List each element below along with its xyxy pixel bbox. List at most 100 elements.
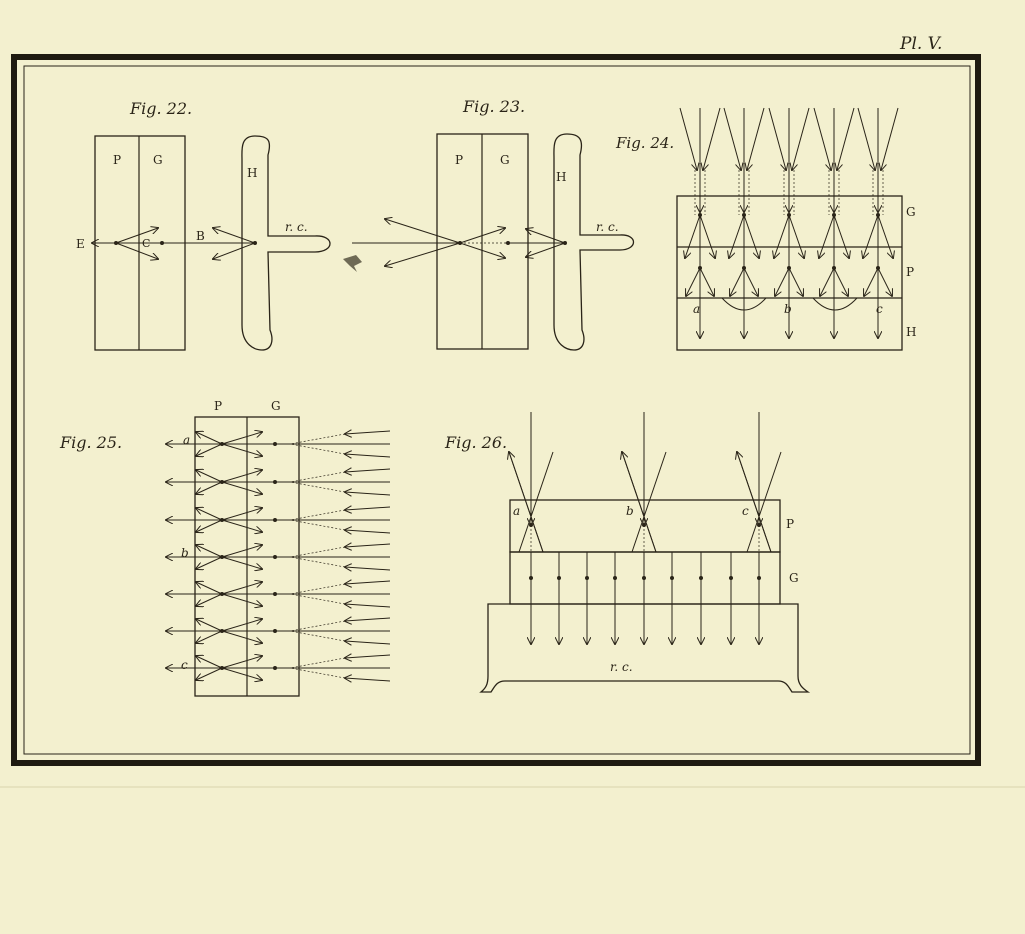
fig24-ray [837,107,855,170]
fig25-ray [221,432,262,445]
fig24-label-h: H [906,325,916,339]
fig25-ray [196,519,223,532]
fig25-point [273,592,277,596]
fig24-ray [679,107,697,170]
fig25-ray [289,583,346,595]
fig25-point [220,442,224,446]
fig24-point [876,266,880,270]
fig24-point [832,266,836,270]
fig26-point [699,576,703,580]
fig25-label-g: G [271,399,281,413]
fig25-ray [196,593,223,606]
fig25-ray [345,431,391,434]
fig25-ray [196,432,223,445]
fig24-ray [685,214,701,258]
fig24-ray [788,214,804,258]
fig25-ray [289,620,346,632]
fig25-ray [196,656,223,669]
fig24-ray [877,267,892,296]
fig25-label-a: a [183,433,190,447]
fig25-ray [221,481,262,494]
fig24-label-b: b [784,302,792,316]
fig26-point [670,576,674,580]
fig23-ray [385,219,461,244]
fig24-ray [877,214,893,258]
fig26-ray [631,451,667,553]
fig24-point [832,213,836,217]
fig25-ray [345,454,391,457]
fig25-label-p: P [214,399,222,413]
fig26-ray [746,451,782,553]
fig24-ray [768,107,786,170]
fig25-ray [221,556,262,569]
fig25-point [220,666,224,670]
fig24-ray [730,267,745,296]
fig24-ray [863,214,879,258]
fig25-point [220,518,224,522]
fig25-ray [221,593,262,606]
fig25-label-c: c [181,658,188,672]
fig26-label-rc: r. c. [610,660,633,674]
fig24-ray [833,214,849,258]
fig26-point [757,576,761,580]
fig25-point [273,442,277,446]
fig26-point [642,523,646,527]
fig23-ray [459,228,505,244]
fig23-ray [459,242,505,258]
fig24-ray [699,214,715,258]
fig22-label-h: H [247,166,257,180]
figure-22: Fig. 22. P G E C B H r. c. [76,99,331,351]
fig22-label-e: E [76,237,85,251]
plate-outer-border [11,54,981,766]
fig25-point [273,629,277,633]
fig24-ray [775,267,790,296]
fig25-ray [289,509,346,521]
fig25-ray [345,567,391,570]
fig26-label-a: a [513,504,520,518]
fig24-ray [813,107,831,170]
fig26-label-g: G [789,571,799,585]
fig25-ray [345,618,391,621]
fig24-point [698,266,702,270]
fig25-ray [221,656,262,669]
fig23-label-g: G [500,153,510,167]
fig25-ray [345,581,391,584]
fig24-ray [792,107,810,170]
fig25-point [273,666,277,670]
fig25-ray [221,508,262,521]
fig22-ray [115,242,158,259]
plate-label: Pl. V. [899,34,942,54]
fig24-ray [833,267,848,296]
fig24-label-p: P [906,265,914,279]
fig25-ray [196,630,223,643]
fig24-ray [864,267,879,296]
fig22-label-b: B [196,229,205,243]
fig25-ray [221,582,262,595]
fig24-ray [857,107,875,170]
fig23-title: Fig. 23. [462,97,525,116]
fig23-point [458,241,462,245]
fig24-point [742,266,746,270]
fig25-point [220,592,224,596]
fig24-ray [774,214,790,258]
fig22-point [253,241,257,245]
fig24-label-a: a [693,302,700,316]
fig25-ray [289,593,346,605]
fig26-label-p: P [786,517,794,531]
fig25-label-b: b [181,546,189,560]
fig26-label-b: b [626,504,634,518]
fig25-title: Fig. 25. [59,433,122,452]
fig24-label-c: c [876,302,883,316]
fig25-ray [196,619,223,632]
fig26-ray [518,451,554,553]
fig26-point [613,576,617,580]
fig22-t-vessel [241,135,331,351]
fig22-point [160,241,164,245]
fig25-ray [289,630,346,642]
fig26-ray [622,452,657,553]
fig26-point [529,523,533,527]
fig23-ray [526,229,566,244]
fig22-label-rc: r. c. [285,220,308,234]
fig25-ray [221,667,262,680]
fig25-ray [221,470,262,483]
